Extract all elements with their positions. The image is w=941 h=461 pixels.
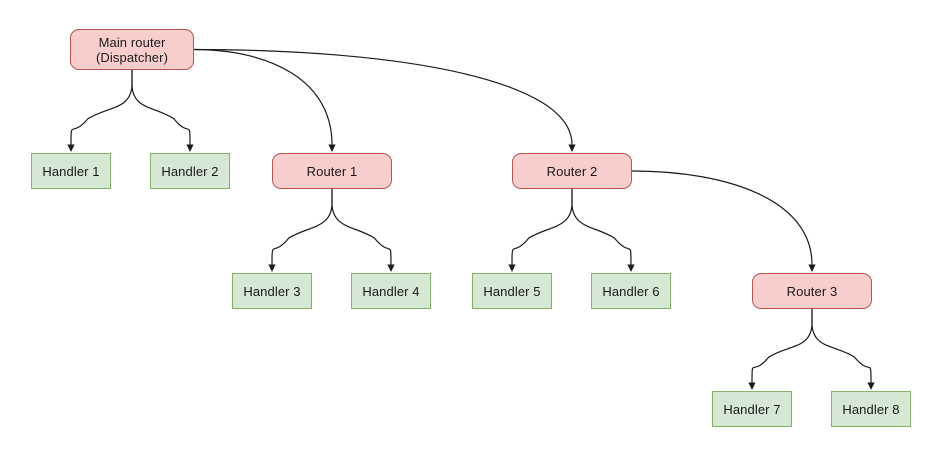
node-label: Router 3 bbox=[786, 283, 838, 299]
node-main-router[interactable]: Main router (Dispatcher) bbox=[70, 29, 194, 70]
node-label: Handler 6 bbox=[602, 283, 660, 299]
node-router-3[interactable]: Router 3 bbox=[752, 273, 872, 309]
arrowhead-e-main-r2 bbox=[568, 144, 576, 152]
edge-e-r2-h6 bbox=[571, 188, 632, 266]
node-label: Handler 7 bbox=[723, 401, 781, 417]
edge-e-main-r2 bbox=[193, 48, 573, 146]
node-label: Handler 3 bbox=[243, 283, 301, 299]
edge-e-main-r1 bbox=[193, 48, 333, 146]
node-handler-5[interactable]: Handler 5 bbox=[472, 273, 552, 309]
node-label: Handler 5 bbox=[483, 283, 541, 299]
edge-e-r1-h4 bbox=[331, 188, 392, 266]
edge-e-main-h1 bbox=[70, 69, 133, 146]
node-label: Main router (Dispatcher) bbox=[96, 34, 168, 65]
node-handler-1[interactable]: Handler 1 bbox=[31, 153, 111, 189]
edge-e-main-h2 bbox=[131, 69, 191, 146]
arrowhead-e-r2-h5 bbox=[508, 264, 516, 272]
edge-e-r3-h8 bbox=[811, 308, 872, 384]
arrowhead-e-r1-h4 bbox=[387, 264, 395, 272]
node-handler-7[interactable]: Handler 7 bbox=[712, 391, 792, 427]
arrowhead-e-r2-r3 bbox=[808, 264, 816, 272]
node-label: Handler 1 bbox=[42, 163, 100, 179]
arrowhead-e-main-r1 bbox=[328, 144, 336, 152]
node-handler-4[interactable]: Handler 4 bbox=[351, 273, 431, 309]
node-router-2[interactable]: Router 2 bbox=[512, 153, 632, 189]
arrowhead-e-main-h1 bbox=[67, 144, 75, 152]
node-router-1[interactable]: Router 1 bbox=[272, 153, 392, 189]
node-handler-6[interactable]: Handler 6 bbox=[591, 273, 671, 309]
node-label: Router 1 bbox=[306, 163, 358, 179]
edge-e-r3-h7 bbox=[751, 308, 813, 384]
arrowhead-e-r3-h7 bbox=[748, 382, 756, 390]
edge-e-r2-h5 bbox=[511, 188, 573, 266]
node-label: Router 2 bbox=[546, 163, 598, 179]
edge-e-r2-r3 bbox=[631, 170, 813, 266]
arrowhead-e-main-h2 bbox=[186, 144, 194, 152]
node-handler-2[interactable]: Handler 2 bbox=[150, 153, 230, 189]
arrowhead-e-r2-h6 bbox=[627, 264, 635, 272]
arrowhead-e-r1-h3 bbox=[268, 264, 276, 272]
node-label: Handler 2 bbox=[161, 163, 219, 179]
node-handler-8[interactable]: Handler 8 bbox=[831, 391, 911, 427]
node-handler-3[interactable]: Handler 3 bbox=[232, 273, 312, 309]
node-label: Handler 8 bbox=[842, 401, 900, 417]
edge-e-r1-h3 bbox=[271, 188, 333, 266]
arrowhead-e-r3-h8 bbox=[867, 382, 875, 390]
node-label: Handler 4 bbox=[362, 283, 420, 299]
